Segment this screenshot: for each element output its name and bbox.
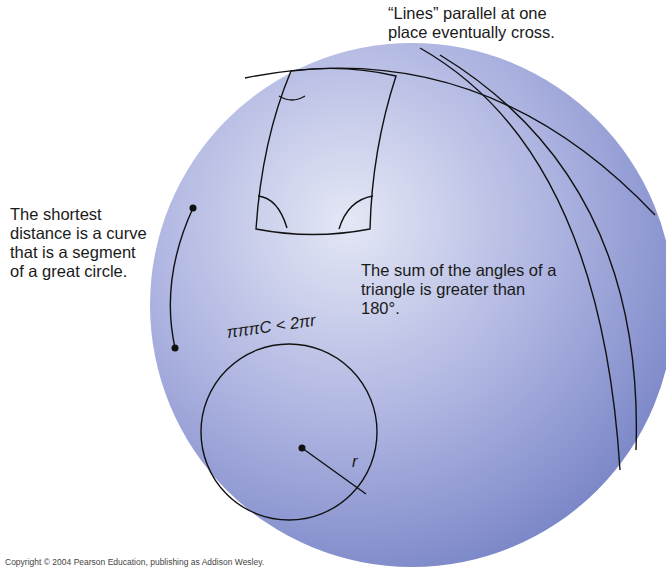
circle [201, 344, 377, 520]
center-dot [299, 445, 306, 452]
great-circle-line [245, 68, 655, 215]
note-label: The sum of the angles of a triangle is g… [361, 261, 566, 318]
great-circle-line [420, 48, 620, 470]
great-circle-line [440, 55, 636, 450]
geodesic-segment [170, 208, 193, 348]
spherical-triangle [256, 68, 396, 234]
sphere [150, 43, 666, 567]
point-dot [172, 345, 179, 352]
radius-line [302, 448, 366, 494]
angle-arc [339, 196, 373, 229]
angle-arc [279, 96, 305, 100]
note-label: The shortest distance is a curve that is… [10, 205, 148, 281]
note-label: “Lines” parallel at one place eventually… [388, 4, 588, 42]
angle-arc [258, 196, 287, 228]
copyright-note: Copyright © 2004 Pearson Education, publ… [5, 556, 264, 568]
point-dot [190, 205, 197, 212]
radius-label: r [352, 452, 358, 471]
